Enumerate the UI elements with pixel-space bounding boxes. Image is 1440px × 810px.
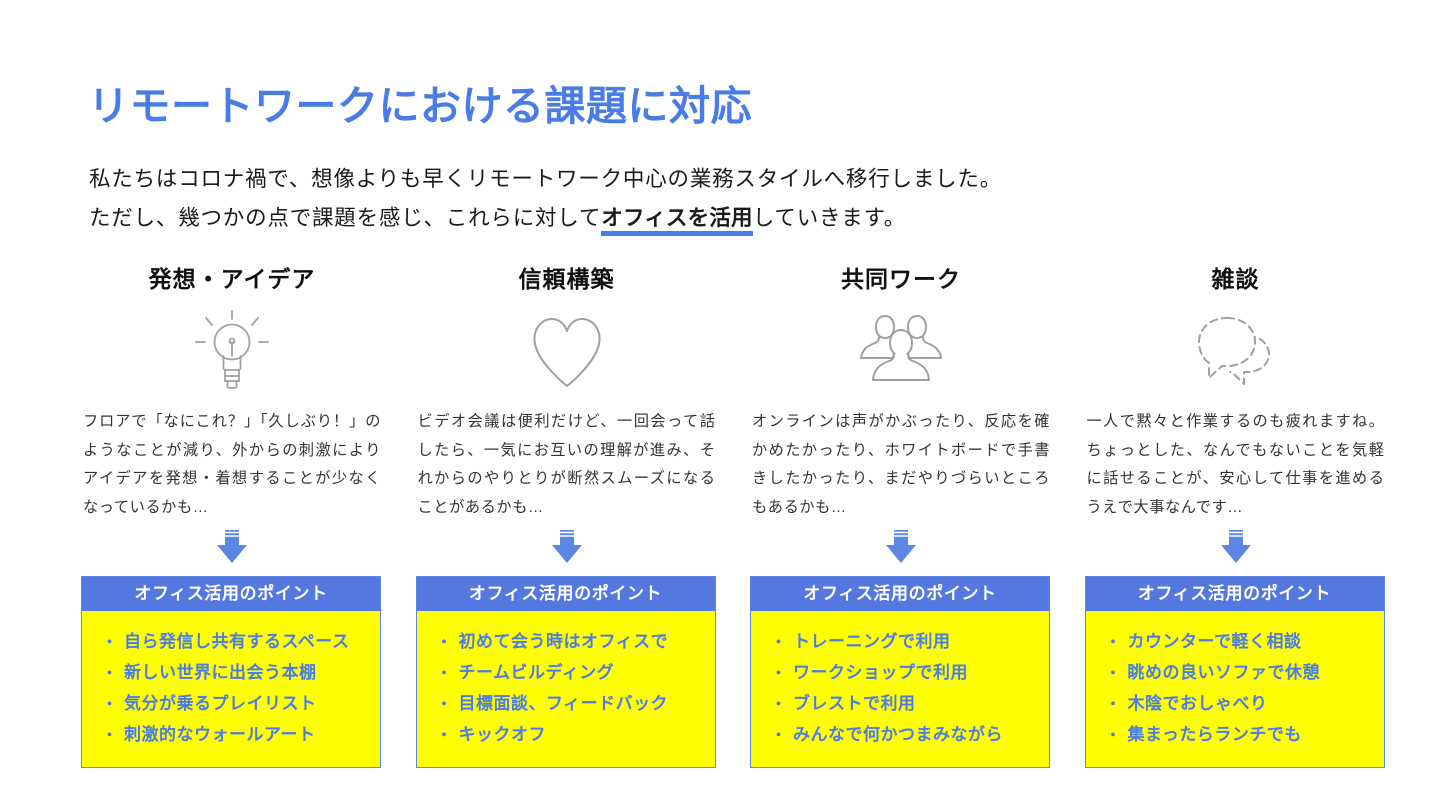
point-box: オフィス活用のポイント ・初めて会う時はオフィスで ・チームビルディング ・目標… xyxy=(415,576,716,768)
list-item: ・目標面談、フィードバック xyxy=(417,689,715,720)
list-item: ・キックオフ xyxy=(417,720,715,751)
list-item: ・眺めの良いソファで休憩 xyxy=(1086,658,1384,689)
column-ideas: 発想・アイデア フロアで「なにこれ？」「久しぶり！」のようなことが減り、外からの… xyxy=(81,262,383,768)
intro-line-2: ただし、幾つかの点で課題を感じ、これらに対してオフィスを活用していきます。 xyxy=(89,199,1002,238)
intro-highlight-office-utilization: オフィスを活用 xyxy=(601,206,753,236)
list-item: ・自ら発信し共有するスペース xyxy=(82,627,380,658)
list-item-label: 眺めの良いソファで休憩 xyxy=(1127,663,1320,682)
list-item: ・木陰でおしゃべり xyxy=(1086,689,1384,720)
page-title: リモートワークにおける課題に対応 xyxy=(88,83,752,129)
list-item-label: 気分が乗るプレイリスト xyxy=(124,694,317,713)
people-group-icon xyxy=(750,306,1052,392)
list-item-label: トレーニングで利用 xyxy=(793,632,951,651)
bullet-icon: ・ xyxy=(102,634,118,651)
down-arrow-icon xyxy=(81,528,383,572)
column-collaborative-work: 共同ワーク オンラインは声がかぶったり、反応を確かめたかったり、ホワイトボードで… xyxy=(750,262,1052,768)
list-item: ・カウンターで軽く相談 xyxy=(1086,627,1384,658)
list-item-label: キックオフ xyxy=(458,725,546,744)
point-box-header: オフィス活用のポイント xyxy=(82,577,380,611)
down-arrow-icon xyxy=(750,528,1052,572)
intro-line-1: 私たちはコロナ禍で、想像よりも早くリモートワーク中心の業務スタイルへ移行しました… xyxy=(89,167,1003,191)
bullet-icon: ・ xyxy=(771,696,787,713)
list-item-label: 初めて会う時はオフィスで xyxy=(458,632,669,651)
list-item: ・新しい世界に出会う本棚 xyxy=(82,658,380,689)
list-item-label: 刺激的なウォールアート xyxy=(124,725,316,744)
list-item: ・ワークショップで利用 xyxy=(751,658,1049,689)
list-item: ・チームビルディング xyxy=(417,658,715,689)
down-arrow-icon xyxy=(1085,528,1387,572)
point-list: ・初めて会う時はオフィスで ・チームビルディング ・目標面談、フィードバック ・… xyxy=(416,611,715,767)
list-item: ・みんなで何かつまみながら xyxy=(751,720,1049,751)
list-item-label: 自ら発信し共有するスペース xyxy=(124,632,350,651)
bullet-icon: ・ xyxy=(436,727,453,744)
bullet-icon: ・ xyxy=(1105,696,1122,713)
speech-bubbles-icon xyxy=(1085,306,1387,392)
down-arrow-icon xyxy=(416,528,718,572)
point-box-header: オフィス活用のポイント xyxy=(1085,577,1384,611)
intro-paragraph: 私たちはコロナ禍で、想像よりも早くリモートワーク中心の業務スタイルへ移行しました… xyxy=(89,160,1002,238)
point-list: ・トレーニングで利用 ・ワークショップで利用 ・ブレストで利用 ・みんなで何かつ… xyxy=(751,611,1049,767)
list-item-label: 集まったらランチでも xyxy=(1127,725,1302,744)
list-item-label: 木陰でおしゃべり xyxy=(1127,694,1268,713)
bullet-icon: ・ xyxy=(1105,727,1122,744)
column-body-text: フロアで「なにこれ？」「久しぶり！」のようなことが減り、外からの刺激によりアイデ… xyxy=(83,413,381,516)
list-item: ・初めて会う時はオフィスで xyxy=(417,627,715,658)
bullet-icon: ・ xyxy=(771,634,787,651)
point-box: オフィス活用のポイント ・トレーニングで利用 ・ワークショップで利用 ・ブレスト… xyxy=(750,576,1050,768)
bullet-icon: ・ xyxy=(102,665,118,682)
column-heading: 共同ワーク xyxy=(841,266,961,292)
column-heading: 発想・アイデア xyxy=(148,266,316,292)
list-item-label: 新しい世界に出会う本棚 xyxy=(124,663,317,682)
heart-icon xyxy=(416,306,718,392)
lightbulb-icon xyxy=(81,306,383,392)
intro-line-2-before: ただし、幾つかの点で課題を感じ、これらに対して xyxy=(89,206,602,230)
list-item-label: 目標面談、フィードバック xyxy=(458,694,669,713)
list-item: ・ブレストで利用 xyxy=(751,689,1049,720)
list-item-label: チームビルディング xyxy=(458,663,615,682)
bullet-icon: ・ xyxy=(436,696,453,713)
list-item: ・トレーニングで利用 xyxy=(751,627,1049,658)
bullet-icon: ・ xyxy=(1105,665,1122,682)
column-body-text: オンラインは声がかぶったり、反応を確かめたかったり、ホワイトボードで手書きしたか… xyxy=(752,413,1050,516)
bullet-icon: ・ xyxy=(436,665,453,682)
bullet-icon: ・ xyxy=(771,665,787,682)
list-item-label: ワークショップで利用 xyxy=(793,663,968,682)
bullet-icon: ・ xyxy=(1105,634,1122,651)
list-item: ・刺激的なウォールアート xyxy=(82,720,380,751)
bullet-icon: ・ xyxy=(102,727,118,744)
list-item: ・気分が乗るプレイリスト xyxy=(82,689,380,720)
column-casual-chat: 雑談 一人で黙々と作業するのも疲れますね。ちょっとした、なんでもないことを気軽に… xyxy=(1084,262,1387,768)
point-list: ・カウンターで軽く相談 ・眺めの良いソファで休憩 ・木陰でおしゃべり ・集まった… xyxy=(1085,611,1384,767)
column-trust: 信頼構築 ビデオ会議は便利だけど、一回会って話したら、一気にお互いの理解が進み、… xyxy=(415,262,718,768)
point-box: オフィス活用のポイント ・カウンターで軽く相談 ・眺めの良いソファで休憩 ・木陰… xyxy=(1084,576,1385,768)
list-item-label: みんなで何かつまみながら xyxy=(793,725,1003,744)
point-box: オフィス活用のポイント ・自ら発信し共有するスペース ・新しい世界に出会う本棚 … xyxy=(81,576,381,768)
bullet-icon: ・ xyxy=(102,696,118,713)
point-list: ・自ら発信し共有するスペース ・新しい世界に出会う本棚 ・気分が乗るプレイリスト… xyxy=(82,611,380,767)
column-heading: 信頼構築 xyxy=(518,266,615,292)
intro-line-2-after: していきます。 xyxy=(752,206,907,230)
column-heading: 雑談 xyxy=(1211,266,1260,292)
columns-container: 発想・アイデア フロアで「なにこれ？」「久しぶり！」のようなことが減り、外からの… xyxy=(0,262,1440,782)
point-box-header: オフィス活用のポイント xyxy=(751,577,1049,611)
bullet-icon: ・ xyxy=(436,634,453,651)
bullet-icon: ・ xyxy=(771,727,787,744)
list-item: ・集まったらランチでも xyxy=(1086,720,1384,751)
point-box-header: オフィス活用のポイント xyxy=(416,577,715,611)
list-item-label: カウンターで軽く相談 xyxy=(1127,632,1302,651)
column-body-text: 一人で黙々と作業するのも疲れますね。ちょっとした、なんでもないことを気軽に話せる… xyxy=(1086,413,1385,516)
column-body-text: ビデオ会議は便利だけど、一回会って話したら、一気にお互いの理解が進み、それからの… xyxy=(417,413,716,516)
list-item-label: ブレストで利用 xyxy=(793,694,916,713)
